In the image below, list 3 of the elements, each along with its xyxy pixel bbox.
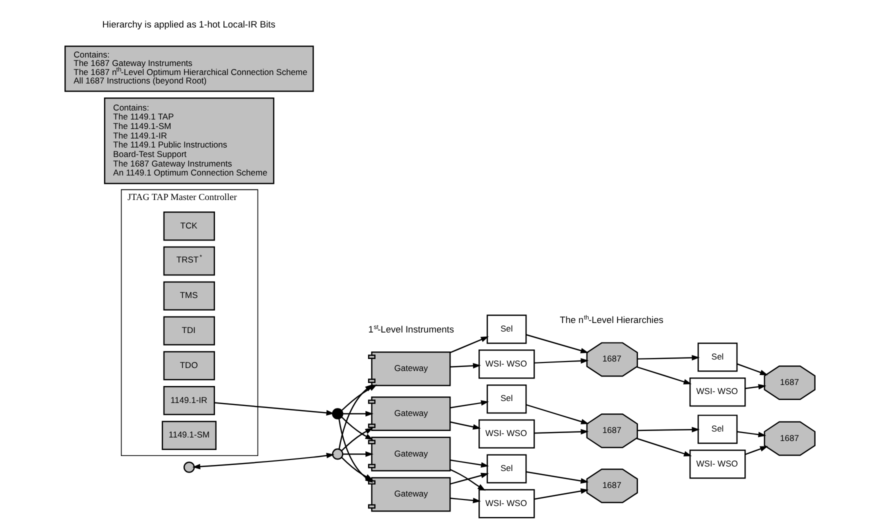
label: 1$^{st}$-Level Instruments — [368, 324, 454, 334]
label: The n$^{th}$-Level Hierarchies — [559, 314, 663, 326]
label: Hierarchy is applied as 1-hot Local-IR Bits — [102, 20, 275, 30]
